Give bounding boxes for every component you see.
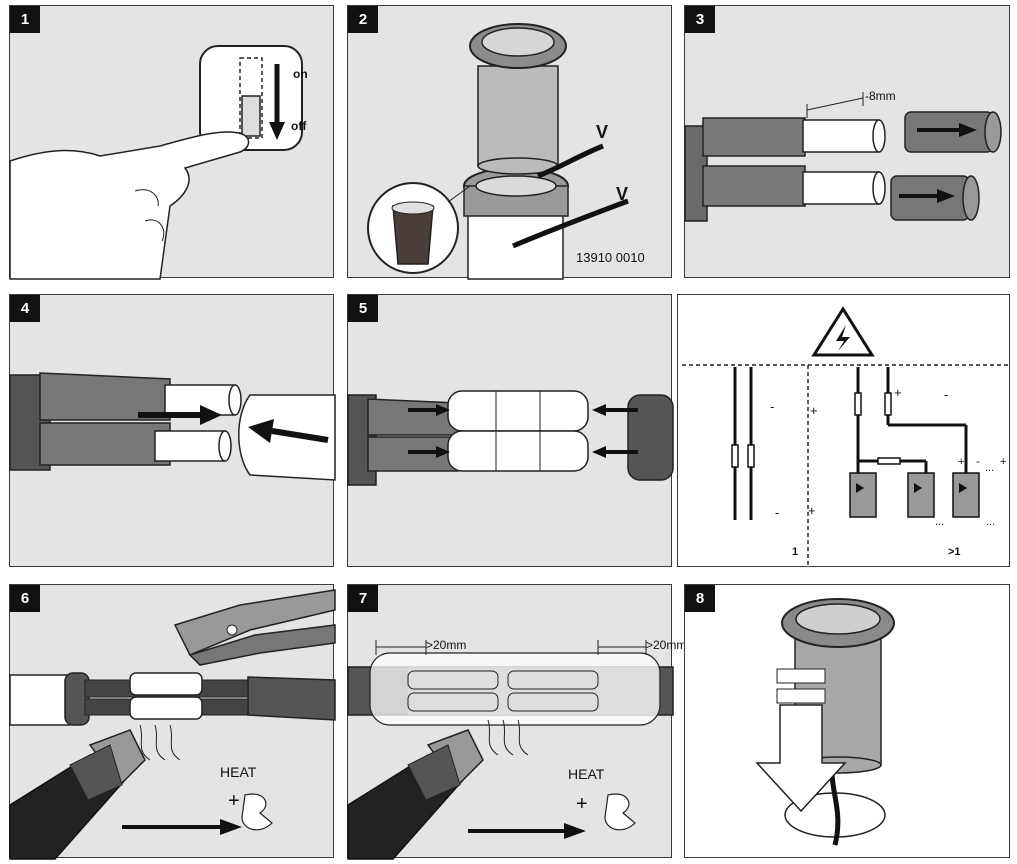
step-number: 6 [10, 585, 40, 612]
shrink-tube-icon [604, 793, 636, 831]
down-arrow-icon [755, 704, 847, 813]
minus-label: - [944, 387, 948, 402]
step-number: 8 [685, 585, 715, 612]
step-3-panel: 3 -8mm [684, 5, 1010, 278]
step-number: 3 [685, 6, 715, 33]
crimping-pliers [173, 589, 336, 666]
off-label: off [291, 119, 307, 133]
heat-gun [9, 729, 146, 860]
wiring-diagram-panel: - + - + 1 + - - + - + ... ... ... >1 [677, 294, 1010, 567]
strip-length-label: -8mm [865, 89, 896, 103]
overlap-left-label: >20mm [426, 638, 466, 652]
step-number: 4 [10, 295, 40, 322]
step-1-panel: 1 on off [9, 5, 334, 280]
heat-gun [347, 729, 484, 860]
on-label: on [293, 67, 308, 81]
plus-symbol: + [576, 793, 588, 815]
heat-label: HEAT [568, 766, 605, 782]
plus-label: + [808, 503, 816, 518]
product-code: 13910 0010 [576, 250, 645, 265]
heat-label: HEAT [220, 764, 257, 780]
step-7-panel: 7 >20mm >20mm HEAT + [347, 584, 686, 860]
plus-label: + [894, 385, 902, 400]
step-number: 2 [348, 6, 378, 33]
wire-mark-1: V [596, 122, 608, 142]
minus-label: - [775, 505, 779, 520]
plus-label: + [1000, 456, 1006, 468]
minus-label: - [918, 456, 922, 468]
plus-label: + [958, 456, 964, 468]
plus-label: + [810, 403, 818, 418]
shrink-tube-icon [241, 793, 273, 831]
shrink-sleeve-illustration: >20mm >20mm HEAT + [347, 638, 686, 860]
step-number: 7 [348, 585, 378, 612]
crimp-and-heat-illustration: HEAT + [9, 589, 336, 860]
wire-mark-2: V [616, 184, 628, 204]
single-fixture-label: 1 [792, 546, 798, 558]
install-fixture-illustration [755, 598, 895, 846]
switch-off-illustration: on off [9, 45, 308, 280]
insert-connector-illustration [9, 372, 336, 481]
light-fixture-illustration: V V 13910 0010 [367, 23, 645, 280]
step-5-panel: 5 [347, 294, 674, 567]
minus-label: - [770, 399, 774, 414]
step-4-panel: 4 [9, 294, 336, 567]
overlap-right-label: >20mm [646, 638, 686, 652]
wiring-diagram: - + - + 1 + - - + - + ... ... ... >1 [682, 306, 1008, 565]
step-number: 1 [10, 6, 40, 33]
warning-icon [811, 306, 875, 357]
strip-wires-illustration: -8mm [684, 89, 1002, 222]
ellipsis-label: ... [985, 462, 994, 474]
step-number: 5 [348, 295, 378, 322]
multiple-fixtures-label: >1 [948, 546, 961, 558]
step-8-panel: 8 [684, 584, 1010, 858]
ellipsis-label: ... [935, 516, 944, 528]
connected-wires-illustration [347, 390, 674, 486]
plus-symbol: + [228, 790, 240, 812]
step-2-panel: 2 V V 13910 0010 [347, 5, 672, 280]
minus-label: - [976, 456, 980, 468]
ellipsis-label: ... [986, 516, 995, 528]
step-6-panel: 6 HEAT + [9, 584, 336, 860]
